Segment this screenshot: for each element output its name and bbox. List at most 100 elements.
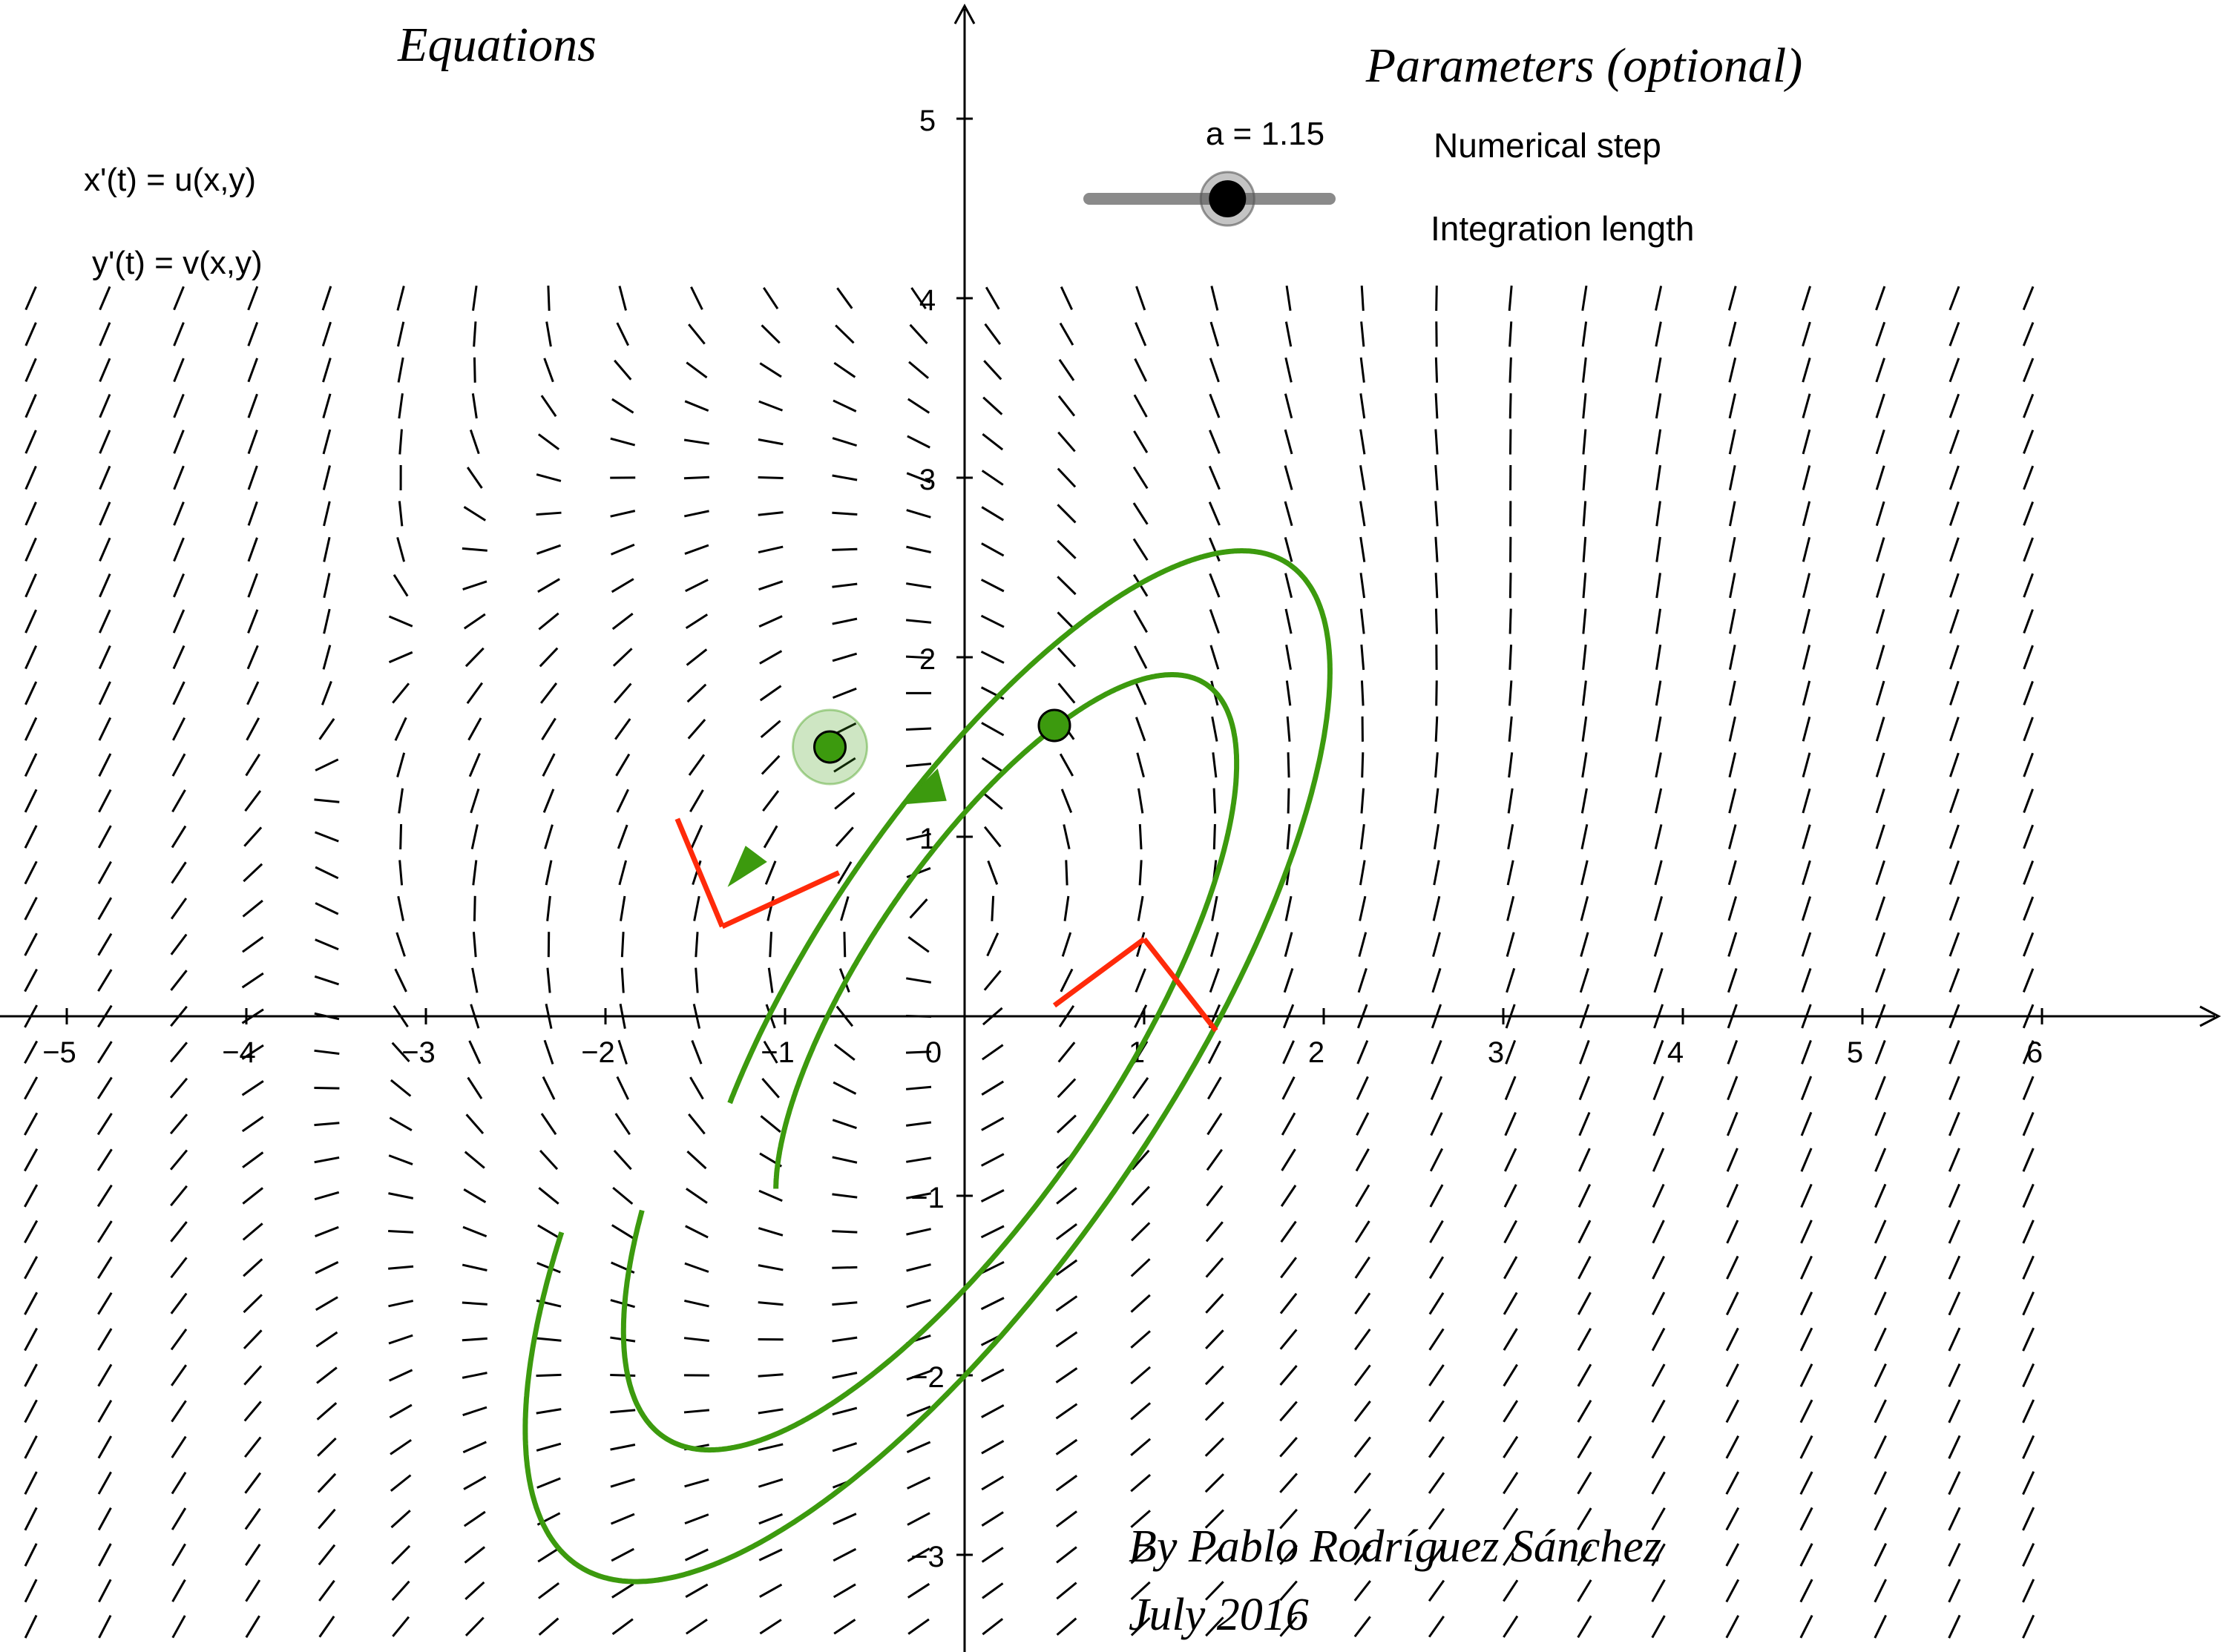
field-segment — [769, 932, 773, 958]
field-segment — [1948, 1255, 1961, 1280]
initial-points[interactable] — [792, 708, 1071, 786]
field-segment — [1055, 1223, 1077, 1240]
field-segment — [241, 1080, 264, 1096]
field-segment — [537, 1224, 560, 1240]
field-segment — [1577, 1184, 1592, 1208]
field-segment — [1948, 932, 1960, 957]
field-segment — [611, 1618, 634, 1636]
field-segment — [398, 393, 404, 419]
field-segment — [688, 323, 706, 345]
field-segment — [538, 1617, 559, 1636]
field-segment — [610, 510, 636, 518]
field-segment — [906, 832, 931, 841]
y-equation[interactable]: y'(t) = v(x,y) — [92, 245, 263, 281]
field-segment — [767, 967, 774, 993]
field-segment — [462, 1441, 487, 1454]
field-segment — [1875, 537, 1885, 562]
slider-knob[interactable] — [1209, 180, 1247, 217]
field-segment — [98, 753, 112, 777]
field-segment — [986, 932, 999, 957]
field-segment — [247, 430, 258, 455]
field-segment — [321, 286, 332, 311]
field-segment — [906, 545, 931, 553]
field-segment — [2023, 465, 2035, 490]
field-segment — [1728, 465, 1736, 490]
field-segment — [96, 1076, 113, 1099]
field-segment — [173, 465, 185, 490]
field-segment — [2022, 968, 2035, 993]
field-segment — [832, 1406, 858, 1416]
field-segment — [247, 465, 258, 490]
field-segment — [981, 470, 1004, 486]
field-segment — [537, 1547, 560, 1563]
field-segment — [1135, 322, 1147, 346]
field-segment — [758, 1478, 784, 1488]
field-segment — [1581, 716, 1588, 742]
field-segment — [905, 727, 932, 731]
field-segment — [97, 1471, 112, 1495]
field-segment — [1355, 1184, 1370, 1208]
field-segment — [1655, 536, 1661, 562]
field-segment — [171, 1543, 186, 1567]
x-equation[interactable]: x'(t) = u(x,y) — [84, 162, 256, 198]
field-segment — [1799, 1507, 1813, 1531]
field-segment — [620, 895, 626, 921]
field-segment — [762, 790, 780, 812]
field-segment — [610, 1409, 636, 1414]
field-segment — [832, 511, 858, 516]
field-segment — [471, 393, 478, 419]
field-segment — [24, 322, 37, 346]
field-segment — [1138, 860, 1143, 886]
field-segment — [170, 970, 188, 991]
field-segment — [1654, 860, 1663, 886]
field-segment — [1508, 321, 1513, 347]
field-segment — [1056, 1546, 1077, 1564]
field-segment — [171, 1364, 187, 1386]
field-segment — [907, 435, 930, 449]
field-segment — [1948, 286, 1960, 311]
field-segment — [1799, 1327, 1813, 1352]
parameter-a-slider[interactable] — [1083, 171, 1336, 227]
field-segment — [1577, 1435, 1592, 1459]
field-segment — [1132, 1077, 1149, 1099]
field-segment — [1875, 824, 1885, 849]
field-segment — [323, 536, 331, 562]
field-segment — [684, 1262, 709, 1273]
start-point-b[interactable] — [1037, 708, 1071, 743]
field-segment — [1134, 681, 1147, 705]
field-segment — [693, 895, 700, 921]
field-segment — [1434, 573, 1439, 599]
field-segment — [1948, 321, 1960, 346]
field-segment — [170, 1292, 188, 1314]
field-segment — [1800, 1220, 1813, 1244]
field-segment — [473, 895, 476, 921]
field-segment — [1359, 429, 1366, 455]
field-segment — [24, 1327, 38, 1352]
numerical-step-label[interactable]: Numerical step — [1434, 126, 1661, 165]
field-segment — [314, 798, 340, 803]
field-segment — [1055, 1403, 1078, 1420]
field-segment — [910, 287, 927, 309]
field-segment — [1580, 788, 1588, 814]
field-segment — [1581, 285, 1588, 312]
field-segment — [1799, 1399, 1813, 1424]
field-segment — [389, 1116, 413, 1131]
start-point-a[interactable] — [813, 730, 847, 764]
integration-length-label[interactable]: Integration length — [1431, 209, 1695, 248]
field-segment — [981, 1044, 1004, 1061]
field-segment — [685, 579, 709, 593]
field-segment — [1280, 1220, 1297, 1243]
field-segment — [1651, 1399, 1666, 1424]
field-segment — [982, 432, 1004, 451]
field-segment — [97, 1363, 113, 1387]
field-segment — [1429, 1148, 1444, 1172]
field-segment — [1434, 788, 1439, 814]
field-segment — [686, 1151, 707, 1170]
field-segment — [171, 1435, 187, 1458]
field-segment — [322, 645, 332, 670]
field-segment — [1875, 680, 1885, 706]
x-tick-label: 5 — [1847, 1036, 1863, 1069]
field-segment — [758, 1264, 784, 1271]
field-segment — [243, 1401, 262, 1422]
